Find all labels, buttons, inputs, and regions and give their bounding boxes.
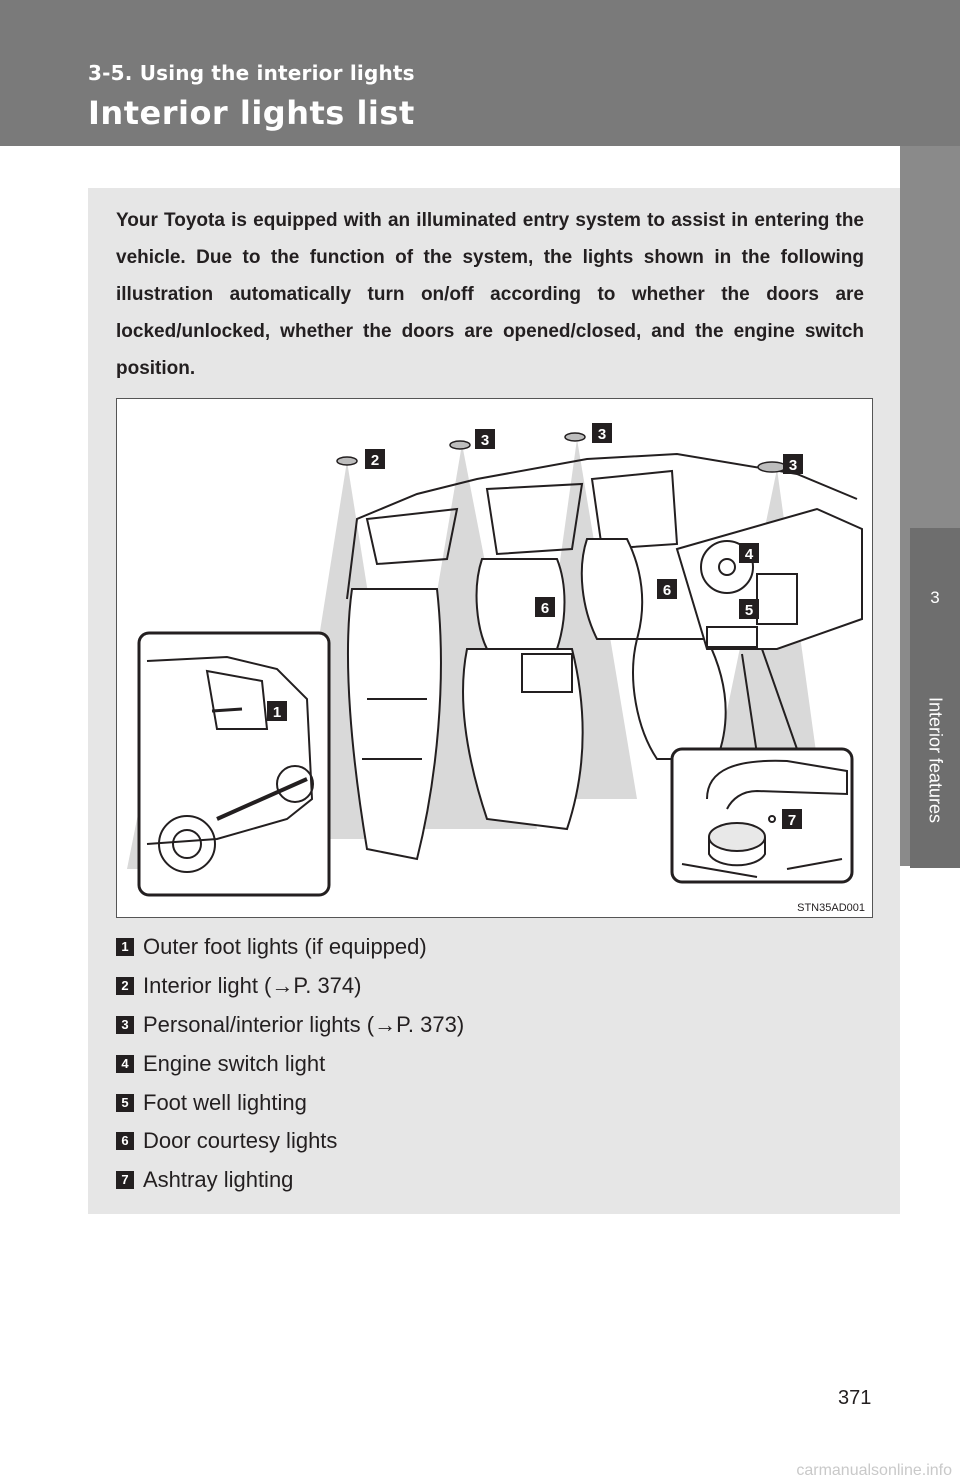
intro-paragraph: Your Toyota is equipped with an illumina…: [116, 210, 864, 379]
vehicle-front-hub: [172, 829, 202, 859]
exterior-inset: [137, 631, 331, 897]
legend-label: Engine switch light: [143, 1050, 326, 1076]
callout-5: 5: [745, 602, 753, 619]
ashtray-drawing: [681, 759, 848, 878]
steering-wheel: [700, 540, 754, 594]
legend-marker: 6: [116, 1132, 134, 1151]
callout-2-box: [365, 449, 385, 469]
legend-marker: 5: [116, 1093, 134, 1112]
callout-6a-box: [535, 597, 555, 617]
ashtray-cup: [708, 822, 766, 852]
front-seat: [632, 638, 727, 760]
door-handle: [211, 707, 243, 713]
chapter-side-tab-active: [910, 528, 960, 868]
chapter-label: Interior features: [925, 696, 946, 824]
callout-5-box: [739, 599, 759, 619]
page-header: 3-5. Using the interior lights Interior …: [0, 0, 960, 146]
exterior-vehicle-drawing: [146, 655, 314, 873]
side-window: [485, 482, 584, 556]
legend-item: 4 Engine switch light: [116, 1044, 856, 1083]
legend-label: Door courtesy lights: [143, 1128, 338, 1154]
third-row-seat: [346, 588, 442, 861]
lamp-2: [336, 456, 358, 466]
running-board: [216, 777, 308, 821]
vehicle-outline-group: [346, 452, 863, 861]
callout-3c: 3: [789, 457, 797, 474]
ashtray-console-lines: [681, 858, 843, 878]
steering-hub: [718, 558, 736, 576]
vehicle-front-wheel: [158, 815, 216, 873]
overhead-lamps-group: [336, 432, 787, 473]
page-title: Interior lights list: [88, 94, 415, 132]
legend-label: Foot well lighting: [143, 1089, 307, 1115]
ashtray-inset-frame: [670, 747, 854, 884]
ashtray-light-dot: [768, 815, 776, 823]
second-row-headrest: [475, 558, 566, 650]
page-number: 371: [838, 1387, 872, 1409]
legend-marker: 4: [116, 1054, 134, 1073]
dashboard: [675, 507, 863, 650]
second-row-seat: [462, 648, 584, 831]
ashtray-inset: [670, 747, 854, 884]
rear-window: [365, 507, 459, 566]
legend-label: Outer foot lights (if equipped): [143, 934, 427, 960]
legend-item: 3 Personal/interior lights (→P. 373): [116, 1006, 856, 1045]
legend-item: 5 Foot well lighting: [116, 1083, 856, 1122]
callout-3c-box: [783, 454, 803, 474]
legend-marker: 2: [116, 977, 134, 996]
callout-3a: 3: [481, 432, 489, 449]
legend-marker: 7: [116, 1171, 134, 1190]
callout-7-box: [782, 809, 802, 829]
lamp-3c: [757, 461, 787, 473]
legend-label[interactable]: Personal/interior lights (→P. 373): [143, 1011, 465, 1037]
callout-1: 1: [273, 704, 281, 721]
ashtray-lid: [706, 759, 848, 810]
callout-6a: 6: [541, 600, 549, 617]
legend-label[interactable]: Interior light (→P. 374): [143, 973, 362, 999]
exterior-inset-frame: [137, 631, 331, 897]
inset-connector-lines: [741, 648, 798, 755]
vehicle-interior-drawing: 2 3 3 3 4 5 6 6 1 7 STN35AD001: [127, 423, 865, 914]
figure-code: STN35AD001: [797, 902, 865, 914]
callout-2: 2: [371, 452, 379, 469]
watermark: carmanualsonline.info: [796, 1462, 952, 1479]
vehicle-rear-wheel: [276, 765, 314, 803]
ashtray-body: [708, 837, 766, 867]
legend-list: 1 Outer foot lights (if equipped) 2 Inte…: [116, 928, 856, 1200]
callout-7: 7: [788, 812, 796, 829]
callout-3b: 3: [598, 426, 606, 443]
callout-3b-box: [592, 423, 612, 443]
callout-4: 4: [745, 546, 754, 563]
callout-6b: 6: [663, 582, 671, 599]
legend-item: 2 Interior light (→P. 374): [116, 967, 856, 1006]
legend-item: 1 Outer foot lights (if equipped): [116, 928, 856, 967]
legend-marker: 1: [116, 938, 134, 957]
front-window: [590, 469, 679, 551]
vehicle-body-outline: [146, 655, 314, 845]
front-seat-back: [580, 538, 644, 640]
section-label: 3-5. Using the interior lights: [88, 61, 415, 85]
callout-6b-box: [657, 579, 677, 599]
callout-4-box: [739, 543, 759, 563]
shift-console: [706, 626, 758, 648]
chapter-number: 3: [930, 588, 940, 607]
legend-label: Ashtray lighting: [143, 1167, 294, 1193]
center-console-box: [521, 653, 573, 693]
callout-3a-box: [475, 429, 495, 449]
interior-illustration: 2 3 3 3 4 5 6 6 1 7 STN35AD001: [116, 398, 873, 918]
lamp-3a: [449, 440, 471, 450]
legend-item: 6 Door courtesy lights: [116, 1122, 856, 1161]
callout-1-box: [267, 701, 287, 721]
legend-item: 7 Ashtray lighting: [116, 1161, 856, 1200]
third-row-seat-seams: [362, 698, 427, 760]
lamp-3b: [564, 432, 586, 442]
legend-marker: 3: [116, 1015, 134, 1034]
callouts-group: 2 3 3 3 4 5 6 6 1 7: [267, 423, 803, 829]
